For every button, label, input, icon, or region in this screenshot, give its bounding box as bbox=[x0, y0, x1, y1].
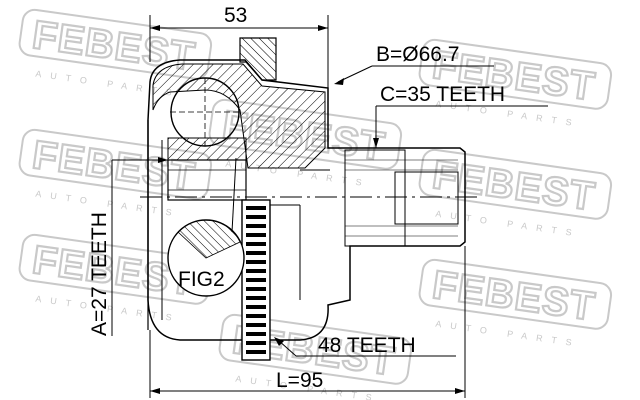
joint-housing-outline bbox=[147, 59, 466, 341]
abs-teeth-label: 48 TEETH bbox=[318, 334, 416, 357]
fig2-hatch bbox=[177, 219, 241, 259]
inner-spline-bore bbox=[167, 159, 247, 201]
shaft-thread-end bbox=[394, 171, 459, 225]
watermark-brand: FEBEST bbox=[430, 153, 598, 219]
abs-ring-teeth bbox=[246, 206, 266, 354]
dimension-a: A=27 TEETH bbox=[88, 157, 168, 336]
watermark-group: FEBEST AUTO PARTS FEBEST AUTO PARTS FEBE… bbox=[18, 8, 613, 400]
outer-shaft-spline-lines bbox=[345, 159, 458, 237]
abs-tooth bbox=[246, 332, 266, 336]
dimension-top-53: 53 bbox=[149, 4, 329, 88]
abs-tooth bbox=[246, 305, 266, 309]
abs-tooth bbox=[246, 341, 266, 345]
fig2-detail: FIG2 bbox=[167, 219, 245, 297]
abs-tooth bbox=[246, 269, 266, 273]
dimension-c: C=35 TEETH bbox=[373, 83, 548, 148]
abs-tooth bbox=[246, 287, 266, 291]
dimension-b: B=Ø66.7 bbox=[334, 43, 494, 85]
abs-tooth bbox=[246, 242, 266, 246]
abs-tooth bbox=[246, 233, 266, 237]
outer-diameter-label: B=Ø66.7 bbox=[376, 43, 459, 66]
housing-top-stub bbox=[239, 37, 277, 81]
abs-tooth bbox=[246, 350, 266, 354]
abs-tooth bbox=[246, 260, 266, 264]
outer-teeth-label: C=35 TEETH bbox=[380, 83, 505, 106]
dimension-53-label: 53 bbox=[224, 4, 247, 27]
inner-teeth-label: A=27 TEETH bbox=[88, 212, 111, 336]
watermark-6: FEBEST AUTO PARTS bbox=[418, 258, 613, 349]
watermark-4: FEBEST AUTO PARTS bbox=[418, 148, 613, 239]
dimension-abs-teeth: 48 TEETH bbox=[274, 334, 456, 357]
housing-section-upper bbox=[152, 63, 326, 169]
abs-tooth bbox=[246, 278, 266, 282]
inner-race-upper bbox=[167, 137, 247, 161]
fig2-label: FIG2 bbox=[178, 268, 225, 291]
abs-ring bbox=[241, 199, 271, 361]
abs-tooth bbox=[246, 206, 266, 210]
abs-tooth bbox=[246, 251, 266, 255]
total-length-label: L=95 bbox=[276, 369, 323, 392]
abs-tooth bbox=[246, 314, 266, 318]
abs-tooth bbox=[246, 224, 266, 228]
outer-shaft-spline-zone bbox=[344, 149, 406, 247]
abs-tooth bbox=[246, 215, 266, 219]
abs-tooth bbox=[246, 323, 266, 327]
fig2-leader bbox=[231, 157, 237, 233]
dimension-length: L=95 bbox=[149, 246, 466, 398]
watermark-brand: FEBEST bbox=[430, 263, 598, 329]
abs-tooth bbox=[246, 296, 266, 300]
